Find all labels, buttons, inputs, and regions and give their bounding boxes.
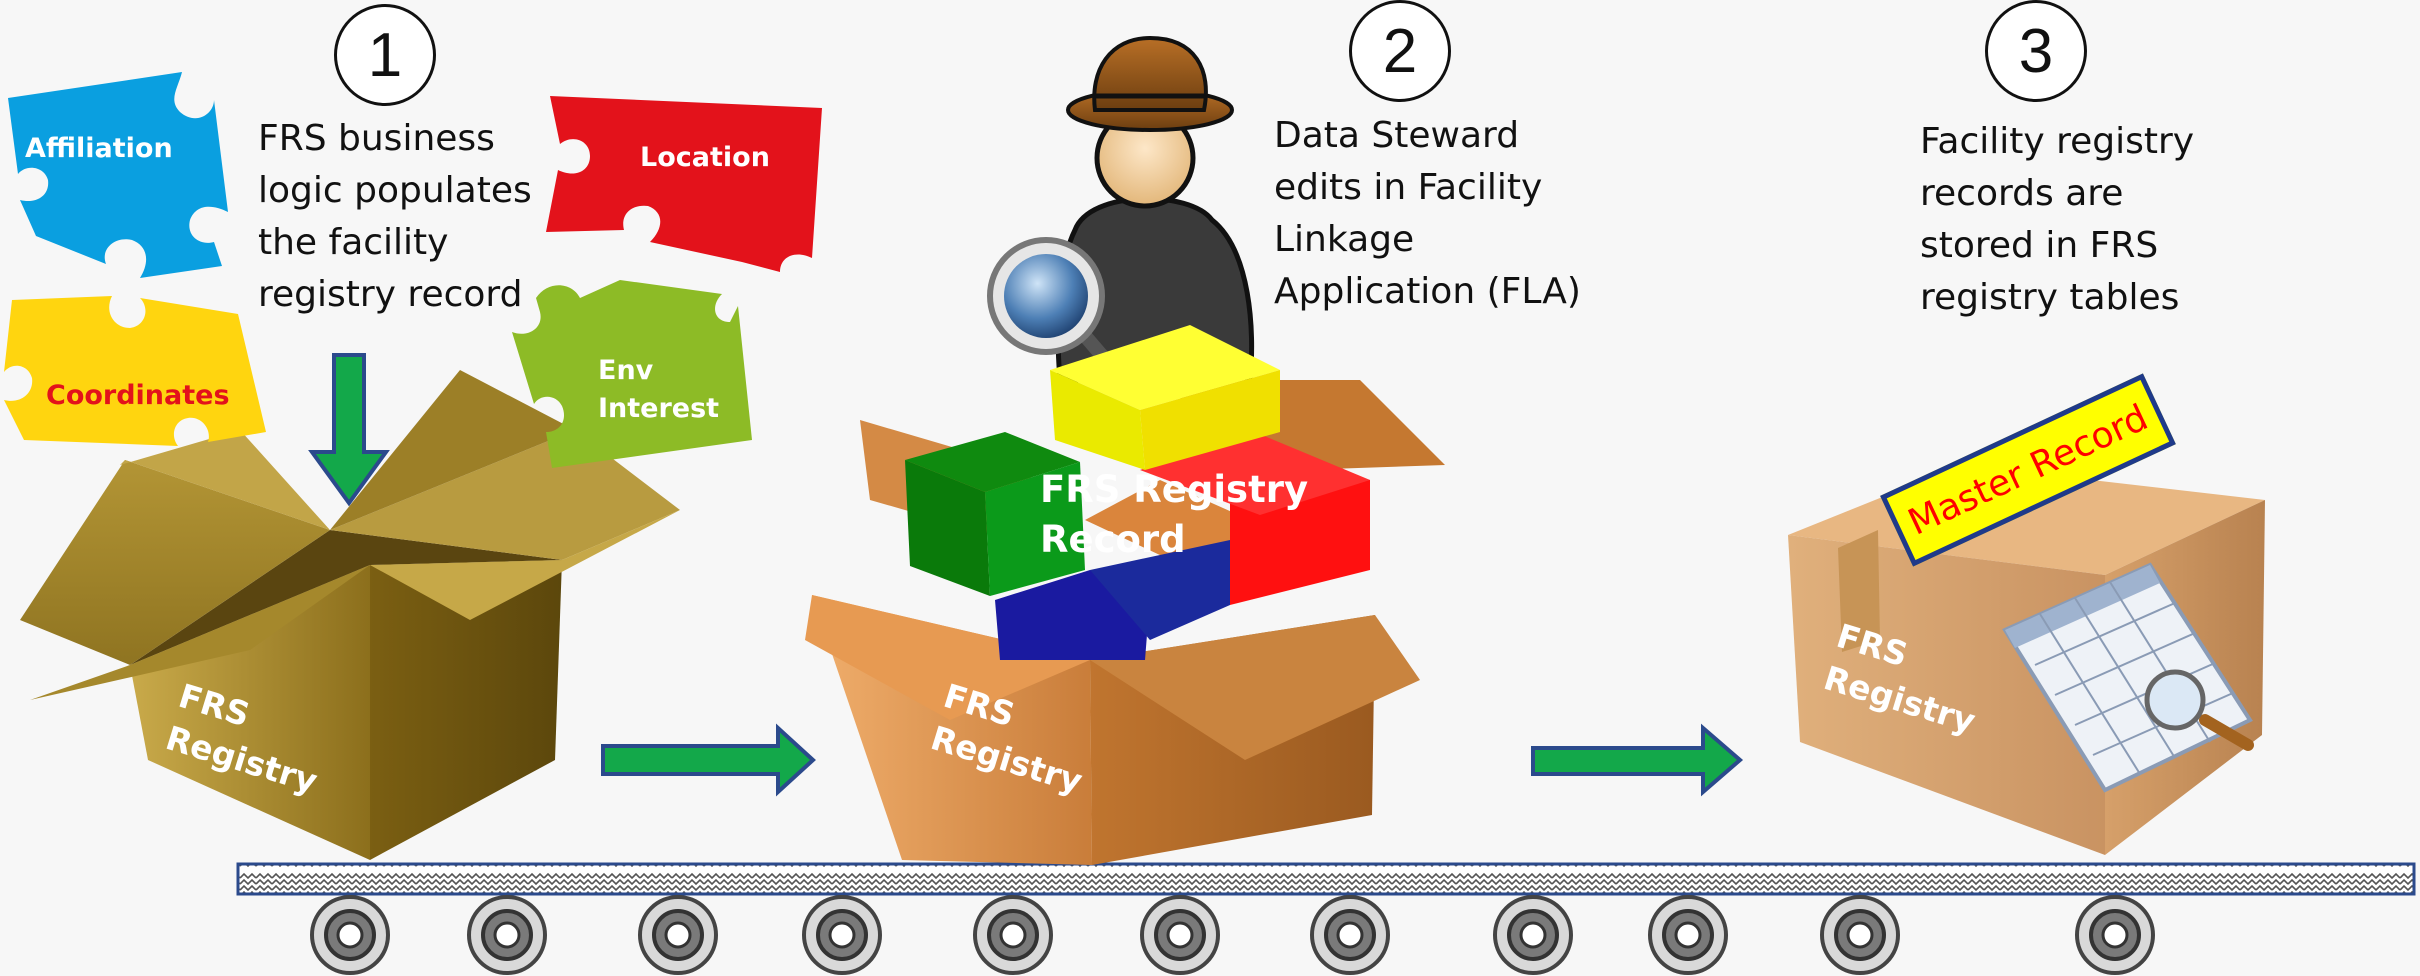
magnifier-icon <box>987 237 1117 372</box>
cardboard-box-icon <box>20 370 680 860</box>
step-3-caption: Facility registry records are stored in … <box>1920 121 2195 318</box>
cardboard-box-icon <box>805 380 1445 865</box>
down-arrow-icon <box>308 353 390 507</box>
conveyor-belt-icon <box>236 862 2416 975</box>
step-number-1: 1 <box>334 4 436 106</box>
step-number-2: 2 <box>1349 0 1451 102</box>
colored-blocks <box>905 325 1370 660</box>
affiliation-label: Affiliation <box>25 133 173 164</box>
registry-record-label: FRS Registry Record <box>1040 468 1309 561</box>
right-arrow-icon <box>601 723 1744 797</box>
puzzle-piece-icon <box>4 72 822 468</box>
coordinates-label: Coordinates <box>46 380 230 411</box>
step-number-3: 3 <box>1985 0 2087 102</box>
step-1-caption: FRS business logic populates the facilit… <box>258 118 532 315</box>
step-2-caption: Data Steward edits in Facility Linkage A… <box>1274 115 1581 312</box>
env-interest-label: Env Interest <box>598 355 720 424</box>
location-label: Location <box>640 142 770 173</box>
spreadsheet-icon <box>2002 562 2254 793</box>
